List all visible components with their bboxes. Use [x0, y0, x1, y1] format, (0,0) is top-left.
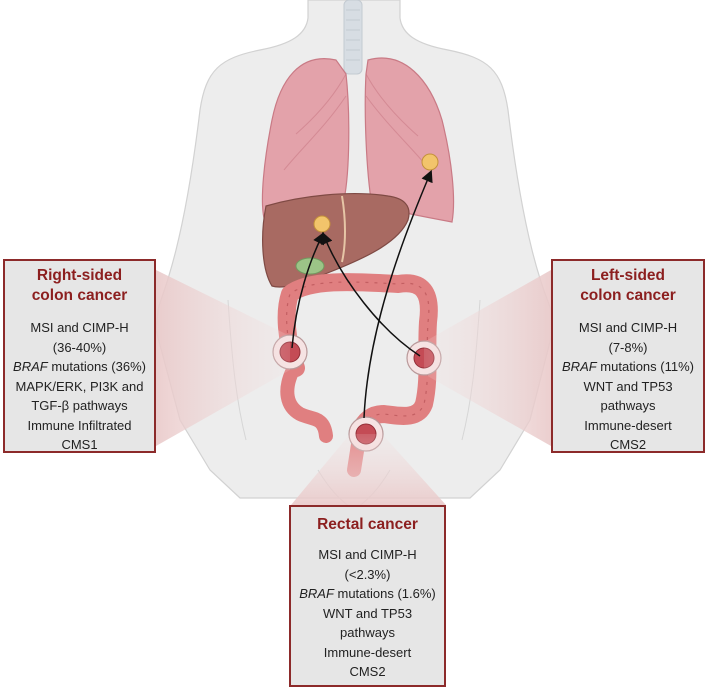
left-box-msi-percent: (7-8%)	[608, 339, 648, 355]
right-box-title-line-1: Right-sided	[36, 267, 123, 284]
left-box-cms: CMS2	[609, 437, 647, 452]
left-box-beam	[424, 270, 551, 446]
rectal-box-cms: CMS2	[349, 664, 386, 679]
rectal-box-msi: MSI and CIMP-H	[318, 547, 417, 562]
right-box-cms: CMS1	[61, 437, 98, 452]
right-box-msi: MSI and CIMP-H	[30, 320, 129, 335]
braf-mutation-text: mutations (11%)	[596, 359, 694, 374]
left-sided-colon-cancer-box: Left-sided colon cancer MSI and CIMP-H (…	[551, 259, 705, 453]
left-box-immune: Immune-desert	[584, 417, 672, 433]
rectal-box-braf: BRAF mutations (1.6%)	[291, 584, 444, 604]
braf-mutation-text: mutations (36%)	[47, 359, 146, 374]
right-sided-colon-cancer-box: Right-sided colon cancer MSI and CIMP-H …	[3, 259, 156, 453]
left-box-title-line-1: Left-sided	[590, 267, 666, 284]
rectal-box-immune: Immune-desert	[323, 644, 412, 660]
right-box-immune: Immune Infiltrated	[27, 417, 132, 433]
left-box-pathways-2: pathways	[600, 398, 656, 413]
right-box-msi-percent: (36-40%)	[52, 339, 107, 355]
right-box-title: Right-sided colon cancer	[5, 266, 154, 306]
rectal-box-pathways-2: pathways	[340, 625, 395, 640]
braf-gene-name: BRAF	[299, 586, 334, 601]
right-box-pathways-1: MAPK/ERK, PI3K and	[15, 378, 144, 394]
rectal-cancer-box: Rectal cancer MSI and CIMP-H (<2.3%) BRA…	[289, 505, 446, 687]
rectal-box-msi-percent: (<2.3%)	[344, 566, 391, 582]
left-box-title-line-2: colon cancer	[580, 287, 676, 304]
right-box-pathways-2: TGF-β pathways	[31, 398, 128, 413]
left-box-pathways-1: WNT and TP53	[583, 378, 673, 394]
rectal-box-beam	[291, 434, 446, 505]
trachea	[343, 0, 363, 75]
right-box-beam	[156, 270, 290, 446]
braf-gene-name: BRAF	[562, 359, 597, 374]
left-box-braf: BRAF mutations (11%)	[553, 357, 703, 377]
rectal-box-pathways-1: WNT and TP53	[322, 605, 413, 621]
left-box-msi: MSI and CIMP-H	[578, 320, 678, 335]
metastasis-arrow	[291, 169, 433, 419]
braf-gene-name: BRAF	[13, 359, 48, 374]
braf-mutation-text: mutations (1.6%)	[333, 586, 436, 601]
right-box-braf: BRAF mutations (36%)	[5, 357, 154, 377]
rectal-box-title: Rectal cancer	[317, 516, 418, 533]
right-box-title-line-2: colon cancer	[31, 287, 128, 304]
left-box-title: Left-sided colon cancer	[553, 266, 703, 306]
